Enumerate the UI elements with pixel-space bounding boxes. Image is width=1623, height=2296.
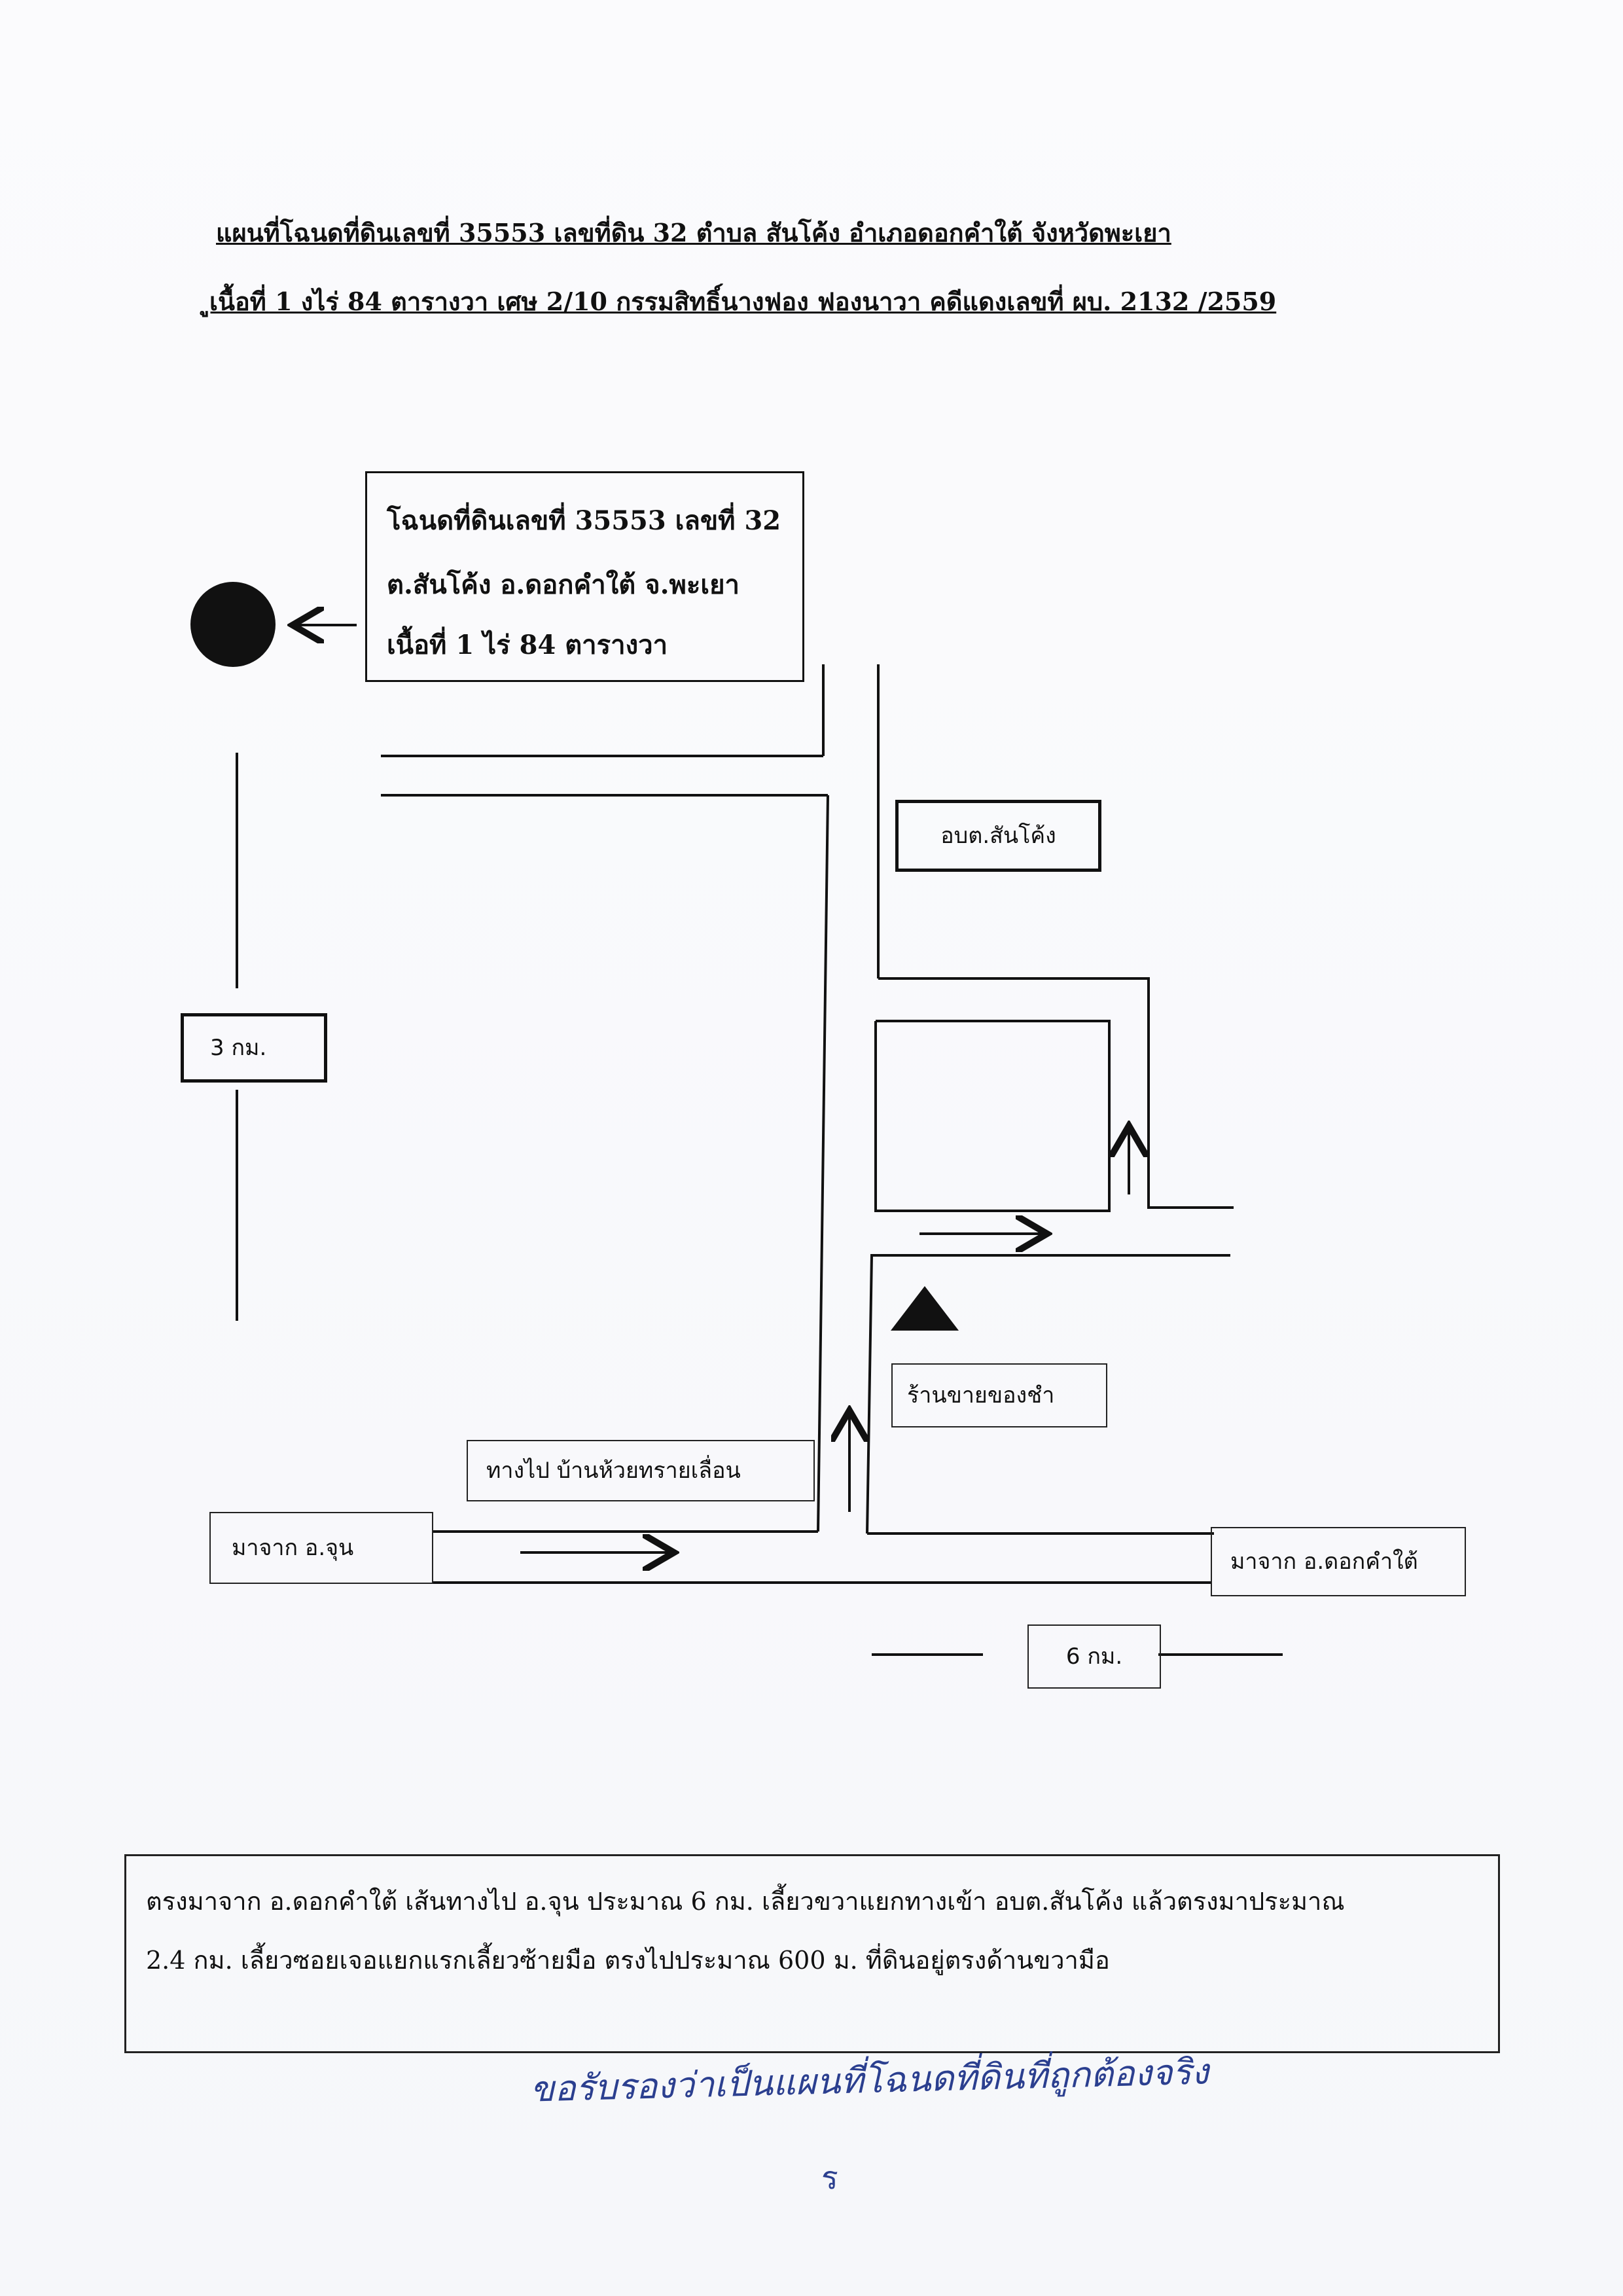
from-dokkhamtai-label: มาจาก อ.ดอกคำใต้ [1230, 1549, 1418, 1575]
deed-info-line-1: โฉนดที่ดินเลขที่ 35553 เลขที่ 32 [387, 505, 781, 536]
land-marker-icon [190, 582, 276, 667]
shop-marker-icon [891, 1286, 959, 1331]
deed-info-line-3: เนื้อที่ 1 ไร่ 84 ตารางวา [387, 630, 668, 660]
directions-line-2: 2.4 กม. เลี้ยวซอยเจอแยกแรกเลี้ยวซ้ายมือ … [146, 1946, 1110, 1975]
document-title-line-2: ูเนื้อที่ 1 งไร่ 84 ตารางวา เศษ 2/10 กรร… [209, 287, 1277, 316]
directions-box: ตรงมาจาก อ.ดอกคำใต้ เส้นทางไป อ.จุน ประม… [124, 1854, 1500, 2053]
road-east-branch [866, 1254, 1230, 1534]
to-village-label: ทางไป บ้านห้วยทรายเลื่อน [486, 1458, 741, 1484]
deed-info-line-2: ต.สันโค้ง อ.ดอกคำใต้ จ.พะเยา [387, 569, 740, 600]
shop-label-box: ร้านขายของชำ [891, 1363, 1107, 1427]
distance-6km-box: 6 กม. [1027, 1624, 1161, 1689]
distance-3km-label: 3 กม. [210, 1035, 267, 1061]
from-chun-label-box: มาจาก อ.จุน [209, 1512, 433, 1584]
obt-label-box: อบต.สันโค้ง [895, 800, 1101, 872]
distance-3km-box: 3 กม. [181, 1013, 327, 1083]
shop-label: ร้านขายของชำ [907, 1382, 1055, 1408]
from-dokkhamtai-label-box: มาจาก อ.ดอกคำใต้ [1211, 1527, 1466, 1596]
to-village-label-box: ทางไป บ้านห้วยทรายเลื่อน [467, 1440, 815, 1501]
obt-label: อบต.สันโค้ง [940, 823, 1056, 849]
document-title-line-1: แผนที่โฉนดที่ดินเลขที่ 35553 เลขที่ดิน 3… [216, 218, 1171, 247]
distance-6km-label: 6 กม. [1065, 1643, 1123, 1670]
road-vertical-left-edge [817, 795, 829, 1532]
handwritten-signature: ร [821, 2160, 838, 2197]
road-obt-outer [878, 977, 1234, 1209]
directions-line-1: ตรงมาจาก อ.ดอกคำใต้ เส้นทางไป อ.จุน ประม… [146, 1887, 1345, 1916]
from-chun-label: มาจาก อ.จุน [232, 1535, 354, 1561]
road-obt-block [874, 1020, 1111, 1212]
deed-info-box: โฉนดที่ดินเลขที่ 35553 เลขที่ 32 ต.สันโค… [365, 471, 804, 682]
